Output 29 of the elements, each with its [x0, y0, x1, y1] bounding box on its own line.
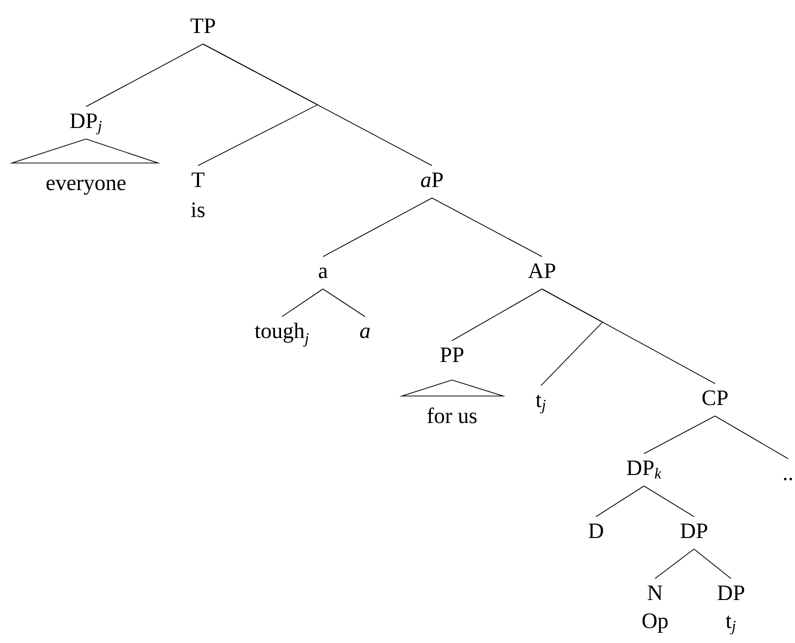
branch-line [542, 288, 716, 384]
branch-line [86, 44, 204, 107]
branch-line [282, 288, 324, 317]
branch-line [694, 548, 732, 579]
tree-label: T is [191, 172, 205, 218]
branch-line [644, 416, 716, 454]
tree-label: $\mathrm{t}_{\mathit{j}}$ [536, 394, 546, 414]
tree-label: DP [680, 524, 708, 538]
branch-line [322, 198, 432, 257]
tree-label: D [588, 524, 604, 538]
branch-line [596, 486, 644, 517]
branch-line [654, 548, 694, 579]
tree-label: $\mathrm{DP}_{\mathit{k}}$ [626, 460, 662, 479]
tree-label: AP [528, 263, 556, 278]
tree-label: .. [784, 478, 792, 480]
tree-label: DP $\mathrm{t}_{\mathit{j}}$ [718, 586, 744, 634]
branch-line [644, 486, 694, 517]
tree-label: $\mathit{a}\mathrm{P}$ [421, 172, 443, 188]
branch-line [432, 198, 542, 257]
tree-label: N Op [642, 586, 668, 633]
branch-line [714, 416, 788, 459]
tree-label: CP [702, 390, 728, 406]
tree-label: TP [190, 18, 215, 33]
tree-label: a [318, 268, 328, 278]
branch-line [322, 288, 366, 317]
tree-label: $\mathrm{tough}_{\mathit{j}}$ [254, 322, 309, 347]
tree-label: $\mathit{a}$ [360, 328, 370, 338]
branch-line [202, 44, 432, 166]
branch-line [452, 288, 542, 341]
